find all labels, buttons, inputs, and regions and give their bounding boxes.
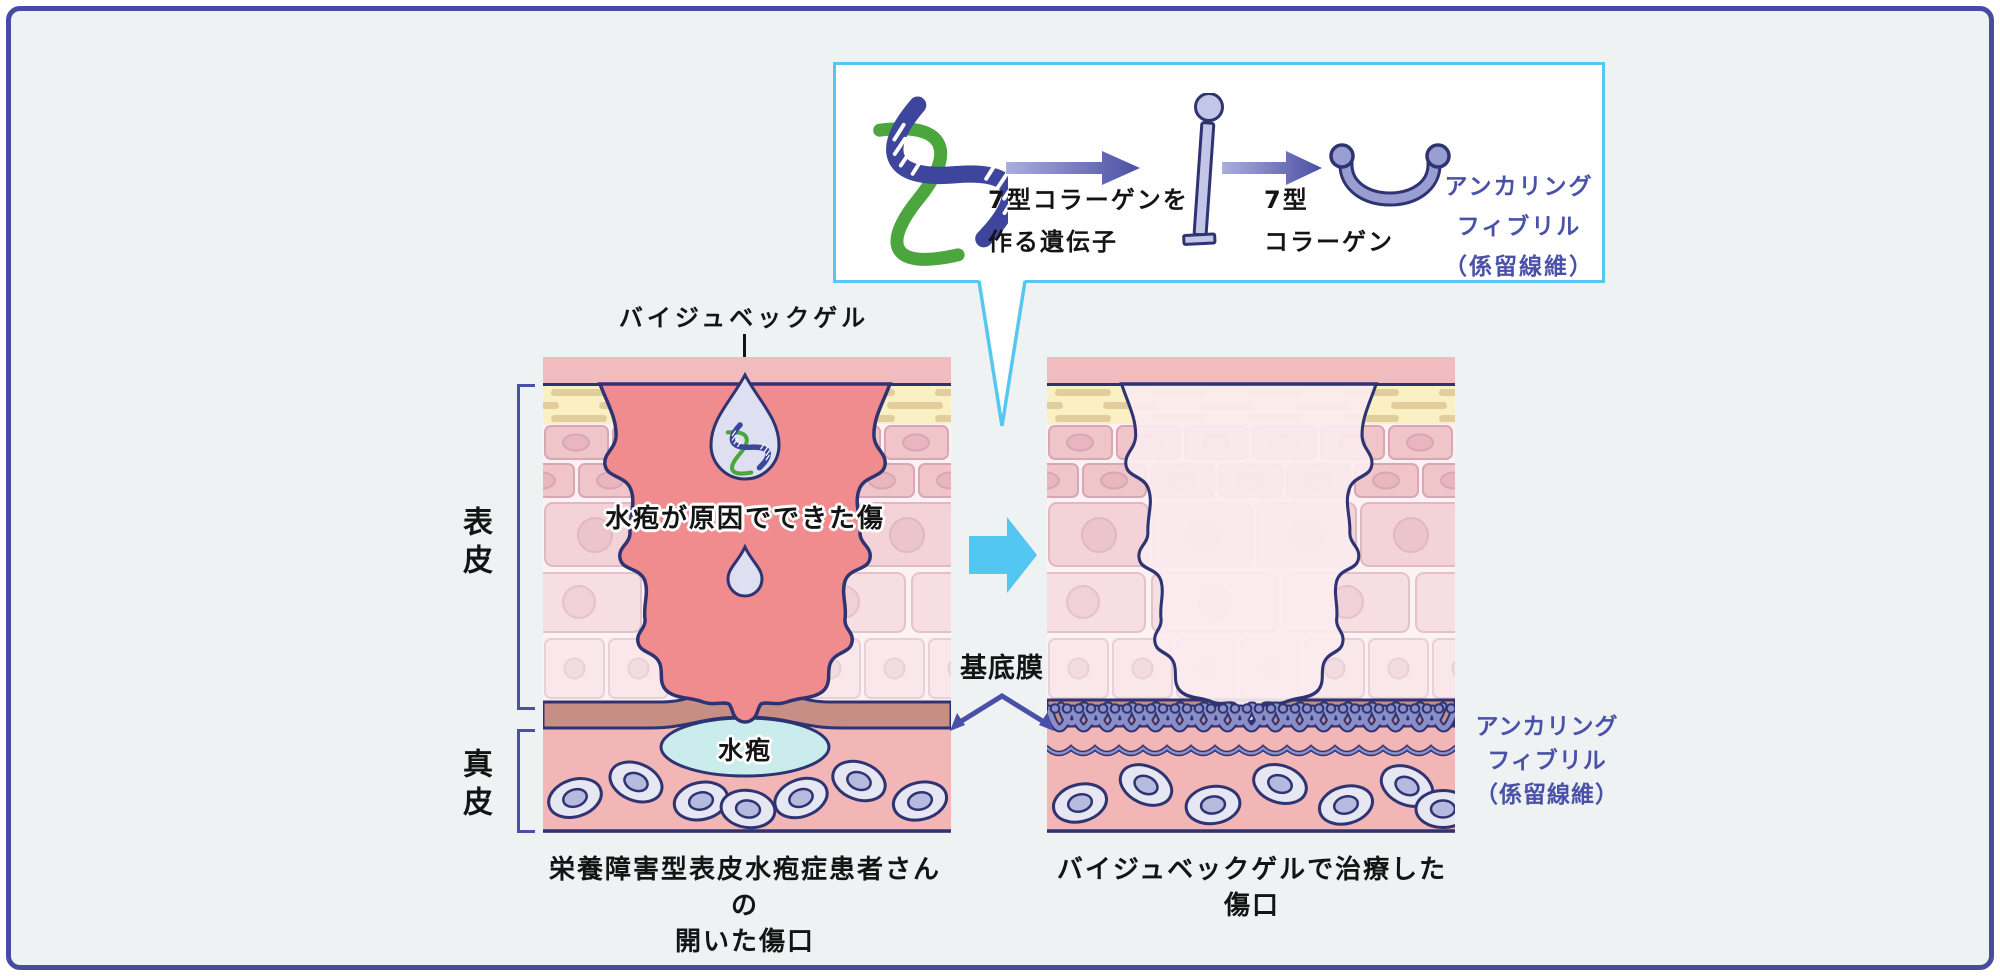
gene-label-line1: 7型コラーゲンを [988,186,1189,214]
process-arrow-icon [1222,151,1322,185]
gel-label-line [743,334,746,372]
callout-fibril-label: アンカリング フィブリル （係留線維） [1436,167,1602,287]
collagen-label: 7型 コラーゲン [1264,179,1394,263]
fibril-label-line2: フィブリル [1456,214,1582,240]
fibril-label-line2: フィブリル [1487,748,1607,774]
left-caption-line1: 栄養障害型表皮水疱症患者さんの [548,855,941,921]
dermis-bracket [517,729,535,833]
collagen7-icon [1182,93,1224,246]
dermis-label: 真皮 [457,748,492,824]
right-caption: バイジュベックゲルで治療した傷口 [1056,855,1448,921]
epidermis-label: 表皮 [457,506,492,582]
stratum-corneum [1047,357,1455,384]
fibril-label-line3: （係留線維） [1475,782,1619,808]
fibril-label-line3: （係留線維） [1444,254,1594,280]
right-fibril-label: アンカリング フィブリル （係留線維） [1462,710,1632,812]
gel-droplet-icon [709,371,781,481]
wound-label: 水疱が原因でできた傷 [604,504,885,534]
anchoring-fibrils [1047,701,1455,757]
basement-membrane-label: 基底膜 [960,653,1044,684]
left-caption: 栄養障害型表皮水疱症患者さんの 開いた傷口 [545,852,945,960]
process-arrow-icon [1006,151,1140,185]
epidermis-bracket [517,384,535,710]
callout-box: 7型コラーゲンを 作る遺伝子 7型 コラーゲン [833,62,1605,283]
anchoring-fibril-icon [1329,143,1451,207]
blister-label: 水疱 [717,736,772,765]
collagen-label-line2: コラーゲン [1264,228,1394,256]
left-skin-panel [543,357,951,833]
gel-label: バイジュベックゲル [618,304,870,332]
callout-tail [977,279,1027,427]
fibril-label-line1: アンカリング [1444,174,1594,200]
right-skin-panel [1047,357,1455,833]
gene-label-line2: 作る遺伝子 [988,228,1118,256]
left-caption-line2: 開いた傷口 [674,927,815,957]
fibril-label-line1: アンカリング [1475,714,1619,740]
droplet-icon [726,543,764,598]
dna-icon [858,81,1008,273]
basement-membrane-arrows-icon [950,693,1054,731]
gene-label: 7型コラーゲンを 作る遺伝子 [988,179,1189,263]
collagen-label-line1: 7型 [1264,186,1309,214]
transform-arrow-icon [969,517,1037,593]
